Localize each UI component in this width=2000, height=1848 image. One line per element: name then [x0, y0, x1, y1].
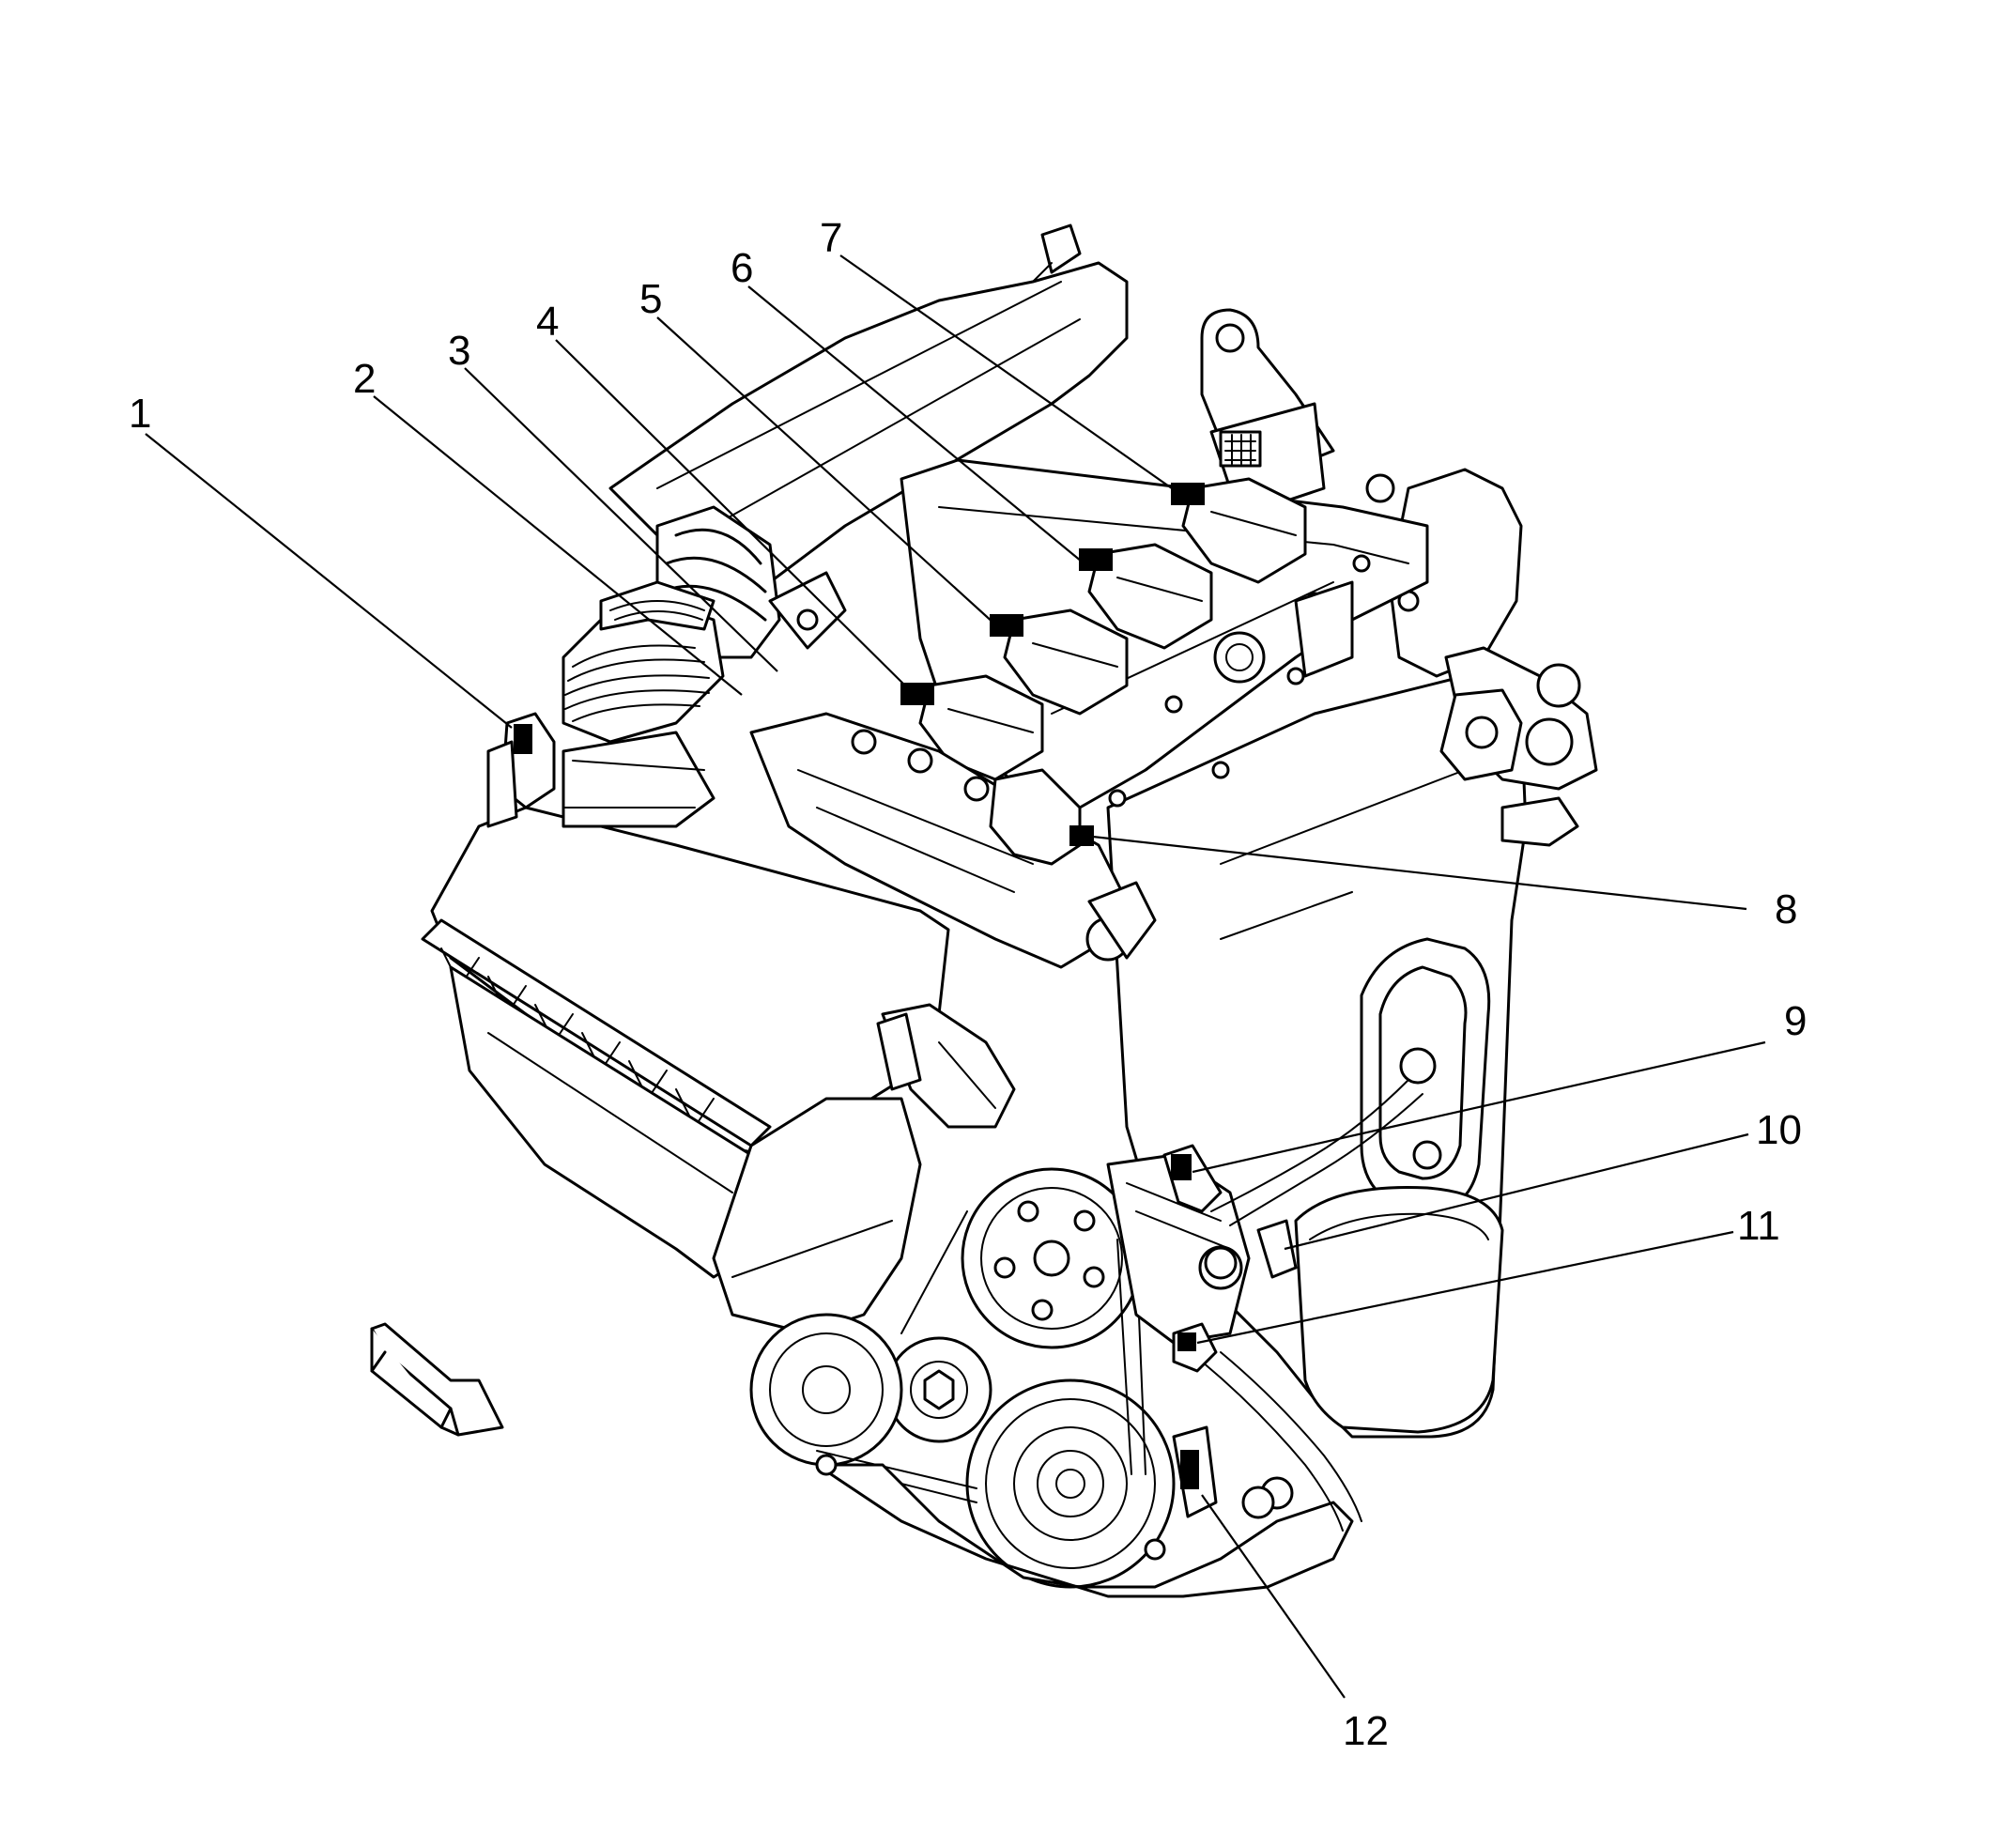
alternator-pulley	[961, 1167, 1143, 1349]
sensor-12	[1172, 1425, 1275, 1519]
sensor-11	[1172, 1322, 1218, 1373]
leader-8	[1084, 834, 1747, 911]
callout-numbers: 1 2 3 4 5 6 7 8 9 10 11 12	[129, 215, 1807, 1754]
leader-lines	[145, 254, 1766, 1699]
callout-12: 12	[1343, 1708, 1389, 1754]
leader-10	[1284, 1132, 1749, 1251]
mass-airflow-sensor	[486, 712, 556, 828]
callout-7: 7	[820, 215, 842, 261]
callout-6: 6	[731, 245, 753, 291]
leader-3	[464, 367, 778, 672]
leader-6	[747, 285, 1083, 562]
callout-4: 4	[536, 299, 559, 345]
leader-2	[373, 395, 743, 696]
thermostat-housing	[1365, 468, 1598, 847]
tensioner-pulley	[749, 1313, 903, 1467]
leader-4	[555, 339, 914, 694]
callout-10: 10	[1756, 1107, 1802, 1153]
front-direction-arrow	[370, 1322, 504, 1437]
engine-assembly	[370, 223, 1598, 1598]
sensor-10	[1204, 1219, 1298, 1280]
ac-compressor-pulley	[965, 1378, 1176, 1589]
air-cleaner-housing	[421, 731, 950, 1279]
callout-8: 8	[1775, 886, 1797, 932]
intake-air-duct	[562, 580, 725, 744]
ignition-coil-3	[990, 608, 1129, 716]
callout-9: 9	[1784, 998, 1807, 1044]
callout-11: 11	[1737, 1203, 1780, 1249]
leader-7	[839, 254, 1179, 494]
callout-2: 2	[353, 356, 376, 402]
wiring-harness	[1201, 1079, 1423, 1532]
sensor-9-connector	[1162, 1144, 1223, 1213]
ignition-coil-1	[1171, 477, 1307, 584]
callout-1: 1	[129, 391, 151, 437]
ignition-coil-2	[1079, 543, 1213, 650]
leader-1	[145, 433, 513, 729]
oil-pan	[815, 1454, 1354, 1598]
coolant-outlet	[876, 1003, 1016, 1129]
leader-11	[1196, 1230, 1734, 1345]
callout-5: 5	[639, 276, 662, 322]
leader-5	[656, 316, 996, 625]
leader-12	[1201, 1494, 1346, 1699]
leader-9	[1192, 1040, 1766, 1174]
cam-sensor-area	[989, 768, 1157, 962]
drive-belt-system	[749, 1167, 1176, 1589]
intake-resonator	[712, 1097, 922, 1335]
callout-3: 3	[448, 328, 470, 374]
label-plate	[1219, 430, 1262, 468]
